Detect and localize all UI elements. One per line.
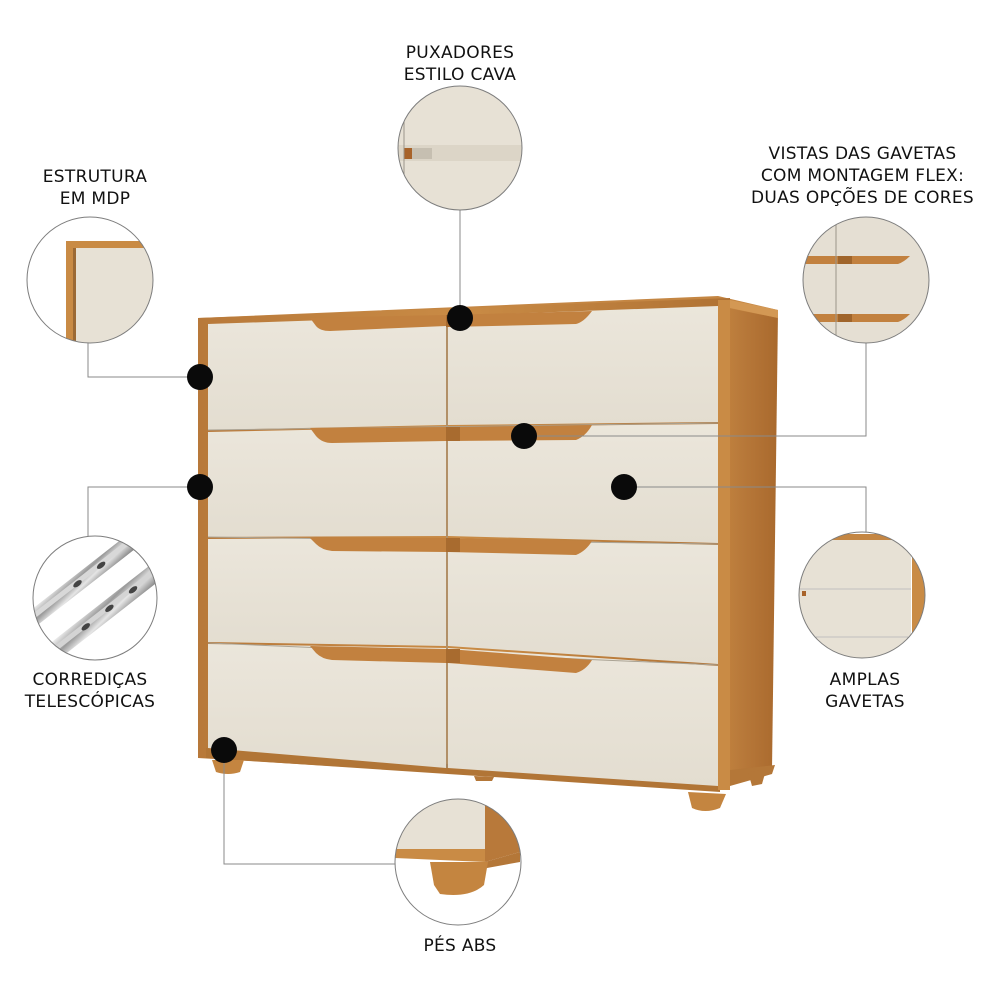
label-estrutura-line-2: EM MDP: [59, 189, 131, 209]
label-corredicas-line-1: CORREDIÇAS: [32, 670, 148, 690]
foot-middle: [474, 776, 494, 781]
telescopic-slide-zoom-icon: [32, 535, 158, 661]
drawer-front-detail-zoom-icon: [802, 216, 930, 344]
label-pes-line-1: PÉS ABS: [423, 936, 497, 956]
wide-drawers-zoom-icon: [798, 531, 926, 659]
label-puxadores-line-2: ESTILO CAVA: [403, 65, 517, 85]
marker-dots: [187, 305, 637, 763]
cava-handle-row-3: [310, 538, 592, 555]
label-vistas: VISTAS DAS GAVETAS COM MONTAGEM FLEX: DU…: [735, 143, 990, 209]
marker-dot-vistas: [511, 423, 537, 449]
marker-dot-mdp: [187, 364, 213, 390]
label-corredicas-line-2: TELESCÓPICAS: [24, 692, 156, 712]
dresser-body: [198, 296, 778, 811]
handle-detail-zoom-icon: [397, 85, 523, 211]
connector-lines: [87, 210, 867, 865]
mdp-edge-detail-zoom-icon: [26, 216, 154, 344]
label-puxadores: PUXADORES ESTILO CAVA: [360, 42, 560, 86]
label-corredicas: CORREDIÇAS TELESCÓPICAS: [0, 669, 180, 713]
label-vistas-line-2: COM MONTAGEM FLEX:: [760, 166, 965, 186]
label-amplas-line-1: AMPLAS: [829, 670, 901, 690]
marker-dot-handle: [447, 305, 473, 331]
label-estrutura: ESTRUTURA EM MDP: [10, 166, 180, 210]
label-puxadores-line-1: PUXADORES: [405, 43, 515, 63]
label-amplas-line-2: GAVETAS: [825, 692, 905, 712]
foot-front-left: [212, 760, 244, 774]
foot-front-right: [688, 792, 726, 811]
foot-back-right: [748, 770, 766, 786]
marker-dot-slides: [187, 474, 213, 500]
label-vistas-line-1: VISTAS DAS GAVETAS: [768, 144, 957, 164]
marker-dot-feet: [211, 737, 237, 763]
label-vistas-line-3: DUAS OPÇÕES DE CORES: [750, 188, 974, 208]
marker-dot-amplas: [611, 474, 637, 500]
abs-foot-zoom-icon: [394, 798, 522, 926]
label-amplas: AMPLAS GAVETAS: [790, 669, 940, 713]
cava-handle-row-4: [310, 646, 592, 673]
label-estrutura-line-1: ESTRUTURA: [42, 167, 148, 187]
label-pes: PÉS ABS: [380, 935, 540, 957]
